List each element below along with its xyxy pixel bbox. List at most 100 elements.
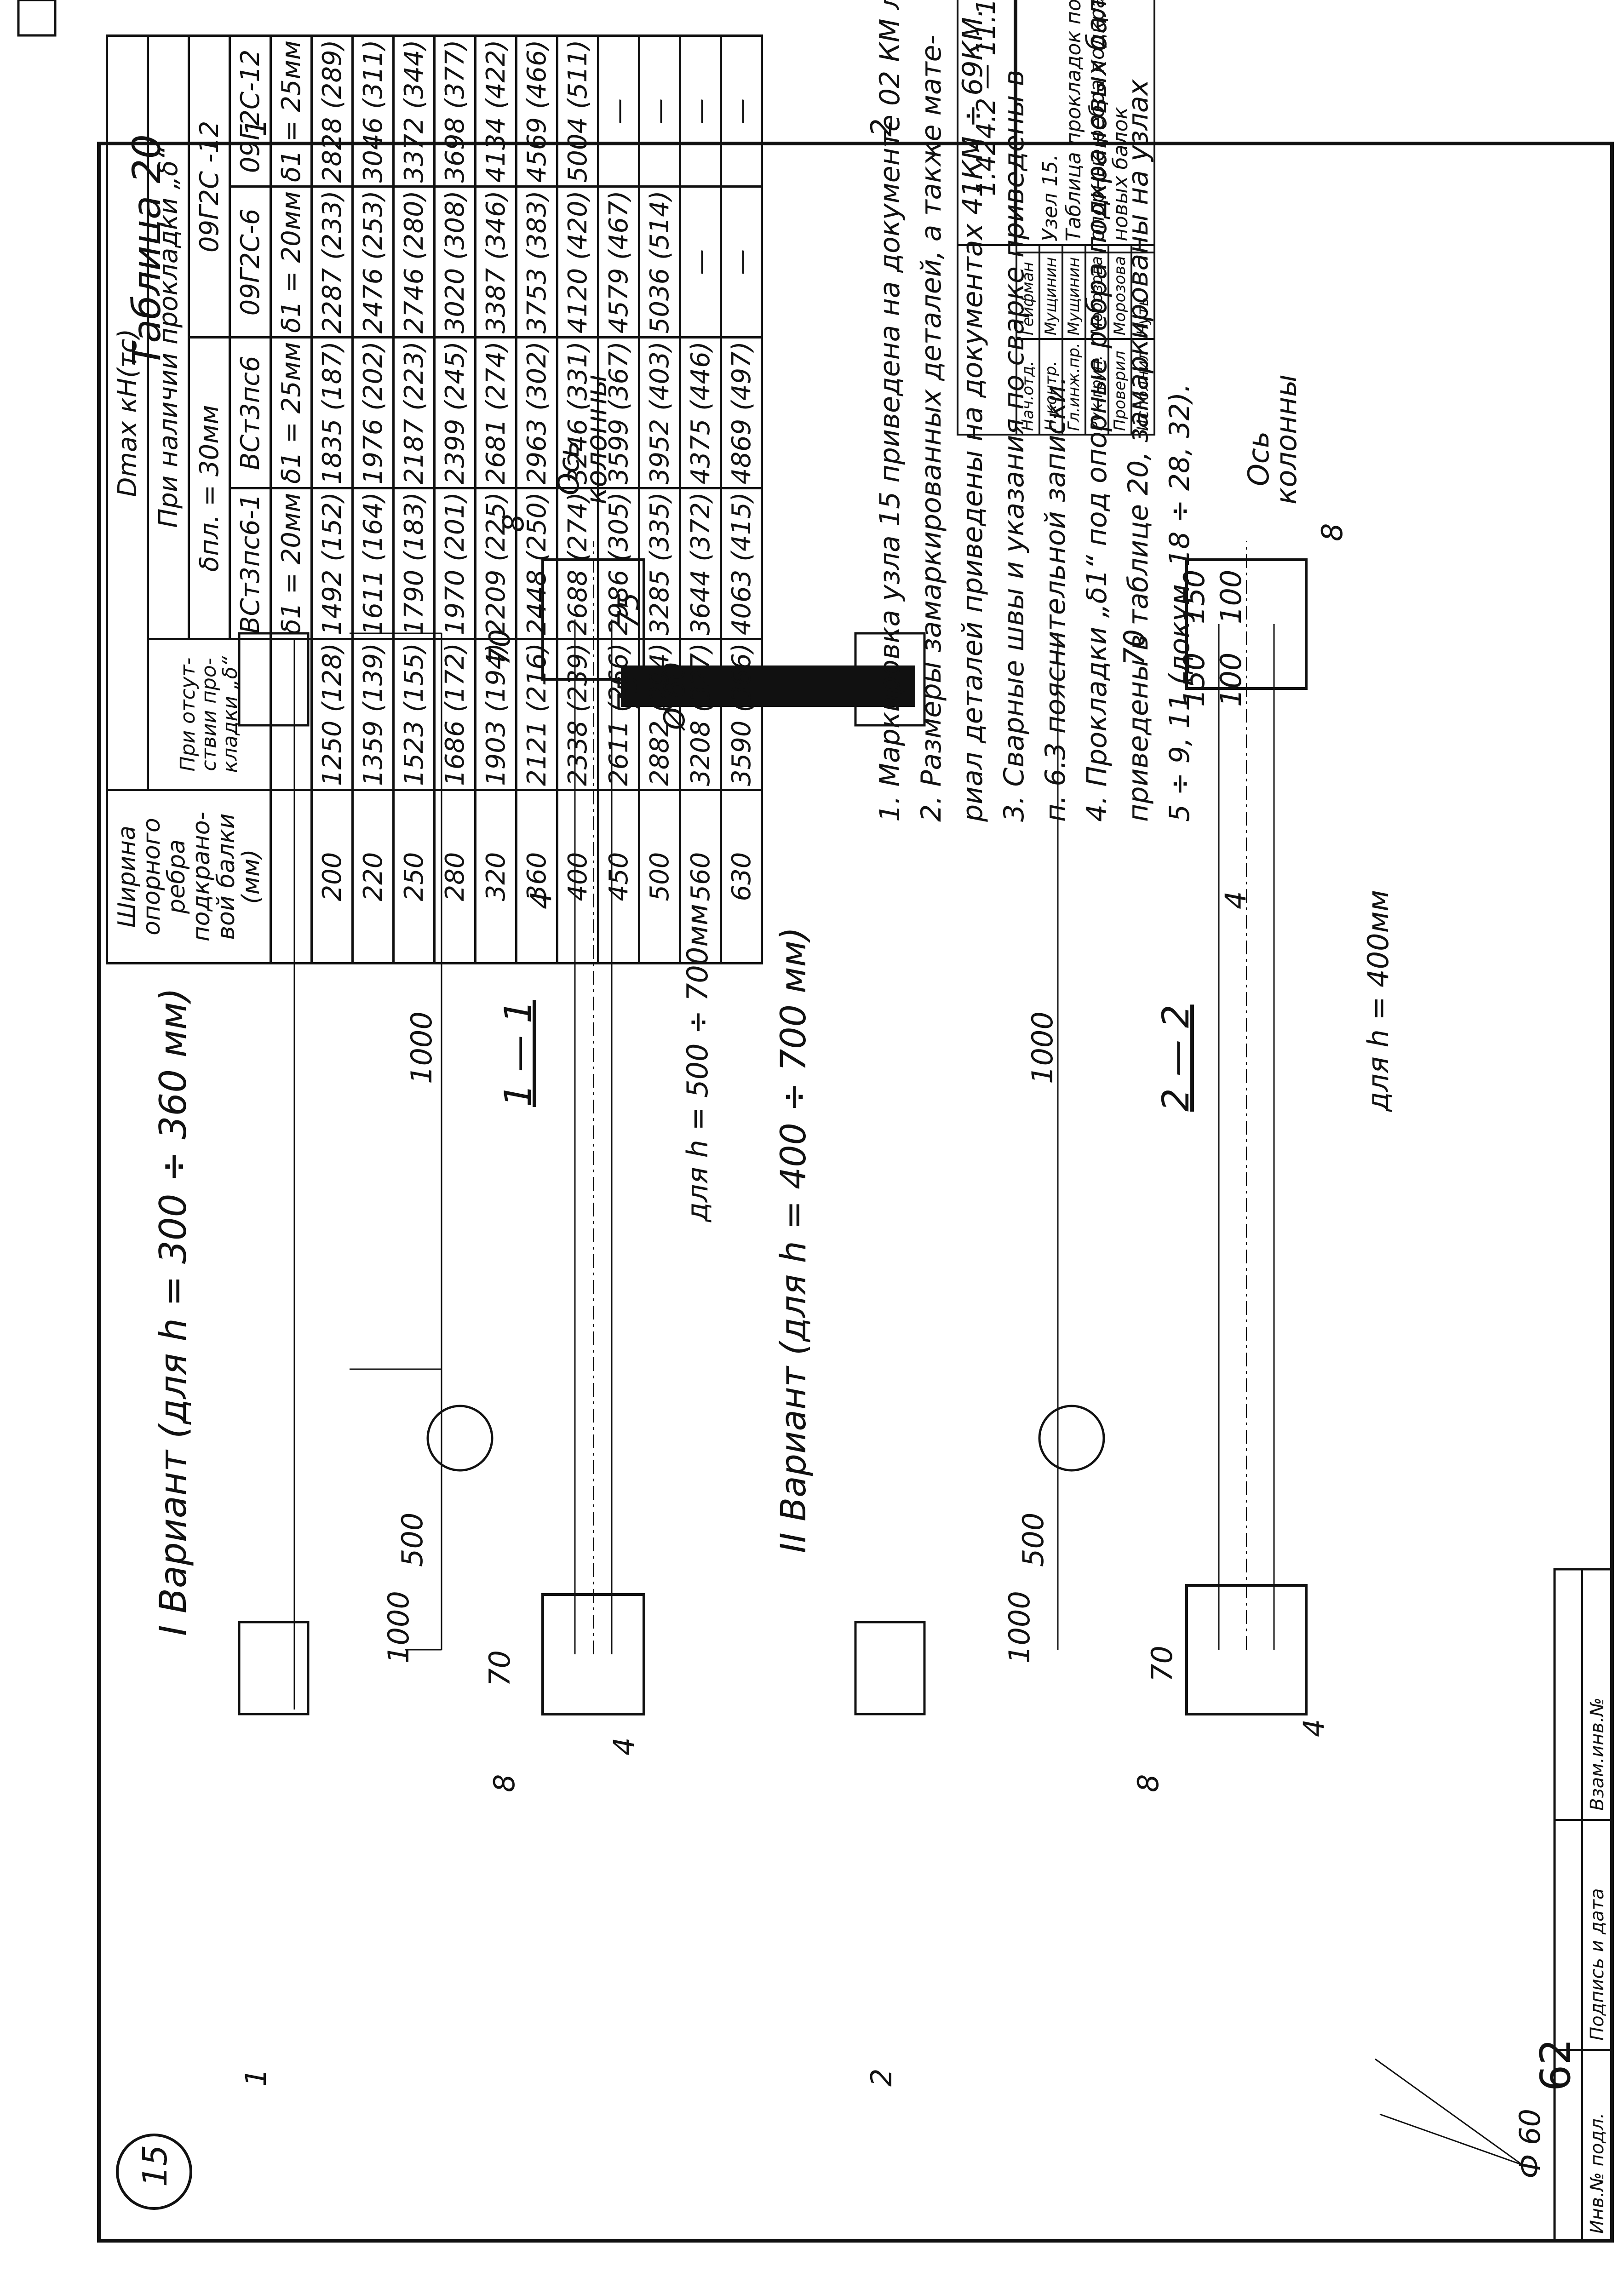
delta-2: δ1 = 25мм <box>270 337 312 488</box>
signature-cell <box>1062 245 1085 252</box>
dim2-500: 500 <box>1016 1512 1050 1567</box>
value-cell: 1790 (183) <box>393 488 435 639</box>
dim-1000-left: 1000 <box>382 1591 415 1664</box>
delta-4: δ1 = 25мм <box>270 35 312 187</box>
value-cell: 3208 (327) <box>680 639 721 790</box>
dim2-100-a: 100 <box>1214 569 1248 624</box>
role-cell: Н.контр. <box>1039 339 1062 435</box>
value-cell: 4869 (497) <box>721 337 762 488</box>
doc-code: 1.424.2 — 11.1-37КМ <box>958 0 1015 245</box>
value-cell: 2611 (266) <box>598 639 639 790</box>
axis-label-2-b: колонны <box>1269 374 1303 505</box>
dim2-4-a: 4 <box>1297 1719 1331 1737</box>
page-number: 62 <box>1532 2038 1580 2091</box>
width-cell: 320 <box>475 790 516 964</box>
stamp-sign: Подпись и дата <box>1587 1888 1608 2041</box>
width-cell: 500 <box>639 790 680 964</box>
note-line: 5 ÷ 9, 11 (докум. 18 ÷ 28, 32). <box>1164 383 1196 822</box>
without-pad-header: При отсут-ствии про-кладки „δ“ <box>148 639 271 790</box>
signature-cell <box>1108 245 1131 252</box>
col-header-1: ВСт3пс6-1 <box>230 488 271 639</box>
value-cell: 3387 (346) <box>475 186 516 338</box>
value-cell: 1835 (187) <box>311 337 353 488</box>
dim2-8-a: 8 <box>1131 1774 1165 1792</box>
dim-70-a: 70 <box>483 1650 516 1687</box>
col-header-4: 09Г2С-12 <box>230 35 271 187</box>
value-cell: 2963 (302) <box>516 337 557 488</box>
dim-500: 500 <box>396 1512 429 1567</box>
value-cell: 3372 (344) <box>393 35 435 187</box>
value-cell: 1903 (194) <box>475 639 516 790</box>
value-cell: 2746 (280) <box>393 186 435 338</box>
value-cell: 2688 (274) <box>557 488 598 639</box>
signature-cell <box>1131 245 1154 252</box>
value-cell: 1976 (202) <box>352 337 394 488</box>
phi-label: Ф 60 <box>1513 2109 1547 2179</box>
dim-8-a: 8 <box>488 1774 521 1792</box>
signature-cell <box>1085 245 1108 252</box>
variant1-title: I Вариант (для h = 300 ÷ 360 мм) <box>152 987 195 1636</box>
dim2-1000-left: 1000 <box>1003 1591 1036 1664</box>
width-cell: 450 <box>598 790 639 964</box>
value-cell: 5004 (511) <box>557 35 598 187</box>
value-cell: 3753 (383) <box>516 186 557 338</box>
width-cell: 280 <box>434 790 476 964</box>
value-cell: 3046 (311) <box>352 35 394 187</box>
with-pad-header: При наличии прокладки „δ“ <box>148 35 189 639</box>
value-cell: 4579 (467) <box>598 186 639 338</box>
value-cell: 3285 (335) <box>639 488 680 639</box>
sheet-title-line: новых балок <box>1109 107 1132 241</box>
note-line: 2. Размеры замаркированных деталей, а та… <box>915 34 947 822</box>
name-cell: Мущинин <box>1062 252 1085 339</box>
note-line: п. 6.3 пояснительной записки. <box>1039 376 1072 822</box>
signature-cell <box>1016 245 1039 252</box>
value-cell: 3590 (366) <box>721 639 762 790</box>
name-cell: Мущинин <box>1039 252 1062 339</box>
dim-4-a: 4 <box>607 1737 641 1755</box>
dim2-1000-right: 1000 <box>1026 1011 1059 1084</box>
value-cell: 1686 (172) <box>434 639 476 790</box>
section-mark-2a: 2 <box>865 2068 898 2087</box>
dim2-70-a: 70 <box>1145 1646 1179 1682</box>
value-cell: — <box>680 35 721 187</box>
value-cell: 2476 (253) <box>352 186 394 338</box>
role-cell: Нач.отд. <box>1016 339 1039 435</box>
value-cell: 5036 (514) <box>639 186 680 338</box>
role-cell: Проверил <box>1108 339 1131 435</box>
value-cell: — <box>598 35 639 187</box>
value-cell: 2338 (239) <box>557 639 598 790</box>
section-mark-1a: 1 <box>239 2068 273 2087</box>
value-cell: 2209 (225) <box>475 488 516 639</box>
value-cell: 4134 (422) <box>475 35 516 187</box>
value-cell: 1359 (139) <box>352 639 394 790</box>
value-cell: 4569 (466) <box>516 35 557 187</box>
note-line: 1. Маркировка узла 15 приведена на докум… <box>874 0 906 822</box>
value-cell: 2828 (289) <box>311 35 353 187</box>
title-block-row: Нач.отд.Гейфман Узел 15.Таблица прокладок… <box>1016 0 1154 435</box>
value-cell: — <box>639 35 680 187</box>
value-cell: 3644 (372) <box>680 488 721 639</box>
dim2-4-b: 4 <box>1219 891 1252 909</box>
value-cell: — <box>721 35 762 187</box>
value-cell: 4120 (420) <box>557 186 598 338</box>
variant2-title: II Вариант (для h = 400 ÷ 700 мм) <box>773 927 814 1553</box>
value-cell: 3698 (377) <box>434 35 476 187</box>
delta-3: δ1 = 20мм <box>270 186 312 338</box>
name-cell: Гейфман <box>1016 252 1039 339</box>
width-cell: 200 <box>311 790 353 964</box>
value-cell: 3952 (403) <box>639 337 680 488</box>
value-cell: 4063 (415) <box>721 488 762 639</box>
name-cell: Чуть <box>1131 252 1154 339</box>
